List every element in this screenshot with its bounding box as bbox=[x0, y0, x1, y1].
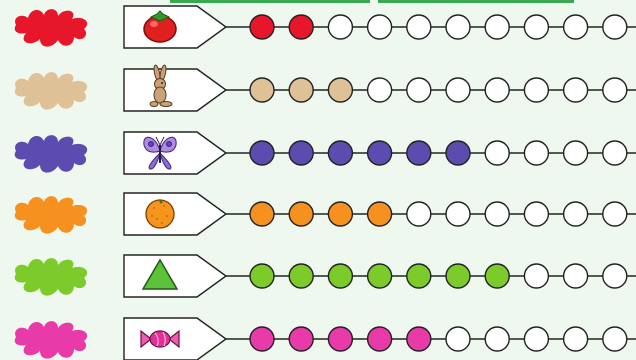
empty-bead bbox=[564, 202, 588, 226]
empty-bead bbox=[524, 202, 548, 226]
picture-tag bbox=[124, 69, 226, 111]
paint-splat-icon bbox=[15, 135, 87, 173]
bead-row bbox=[15, 6, 636, 48]
filled-bead bbox=[368, 141, 392, 165]
empty-bead bbox=[603, 327, 627, 351]
filled-bead bbox=[328, 264, 352, 288]
empty-bead bbox=[564, 264, 588, 288]
bead-row bbox=[15, 318, 636, 360]
empty-bead bbox=[603, 264, 627, 288]
bead-row bbox=[15, 132, 636, 174]
paint-splat-icon bbox=[15, 72, 87, 110]
filled-bead bbox=[407, 327, 431, 351]
filled-bead bbox=[289, 327, 313, 351]
empty-bead bbox=[407, 78, 431, 102]
filled-bead bbox=[250, 327, 274, 351]
filled-bead bbox=[289, 141, 313, 165]
filled-bead bbox=[328, 78, 352, 102]
filled-bead bbox=[407, 264, 431, 288]
empty-bead bbox=[603, 15, 627, 39]
paint-splat-icon bbox=[15, 258, 87, 296]
filled-bead bbox=[446, 264, 470, 288]
filled-bead bbox=[250, 202, 274, 226]
filled-bead bbox=[446, 141, 470, 165]
empty-bead bbox=[564, 15, 588, 39]
filled-bead bbox=[368, 264, 392, 288]
empty-bead bbox=[446, 78, 470, 102]
filled-bead bbox=[328, 141, 352, 165]
empty-bead bbox=[603, 202, 627, 226]
filled-bead bbox=[328, 202, 352, 226]
empty-bead bbox=[485, 202, 509, 226]
empty-bead bbox=[446, 15, 470, 39]
filled-bead bbox=[289, 15, 313, 39]
filled-bead bbox=[289, 202, 313, 226]
filled-bead bbox=[289, 78, 313, 102]
empty-bead bbox=[485, 327, 509, 351]
empty-bead bbox=[524, 78, 548, 102]
paint-splat-icon bbox=[15, 321, 87, 359]
filled-bead bbox=[250, 78, 274, 102]
empty-bead bbox=[446, 202, 470, 226]
empty-bead bbox=[485, 15, 509, 39]
filled-bead bbox=[368, 202, 392, 226]
filled-bead bbox=[368, 327, 392, 351]
paint-splat-icon bbox=[15, 9, 87, 47]
empty-bead bbox=[524, 141, 548, 165]
empty-bead bbox=[485, 141, 509, 165]
filled-bead bbox=[289, 264, 313, 288]
empty-bead bbox=[603, 141, 627, 165]
empty-bead bbox=[368, 78, 392, 102]
empty-bead bbox=[446, 327, 470, 351]
empty-bead bbox=[328, 15, 352, 39]
bead-row bbox=[15, 65, 636, 111]
bead-row bbox=[15, 193, 636, 235]
empty-bead bbox=[407, 15, 431, 39]
paint-splat-icon bbox=[15, 196, 87, 234]
empty-bead bbox=[524, 264, 548, 288]
filled-bead bbox=[407, 141, 431, 165]
bead-row bbox=[15, 255, 636, 297]
filled-bead bbox=[250, 264, 274, 288]
empty-bead bbox=[524, 327, 548, 351]
empty-bead bbox=[603, 78, 627, 102]
picture-tag bbox=[124, 193, 226, 235]
filled-bead bbox=[250, 15, 274, 39]
empty-bead bbox=[524, 15, 548, 39]
empty-bead bbox=[564, 78, 588, 102]
empty-bead bbox=[368, 15, 392, 39]
filled-bead bbox=[250, 141, 274, 165]
empty-bead bbox=[564, 141, 588, 165]
empty-bead bbox=[485, 78, 509, 102]
picture-tag bbox=[124, 255, 226, 297]
empty-bead bbox=[407, 202, 431, 226]
empty-bead bbox=[564, 327, 588, 351]
orange-icon bbox=[146, 200, 174, 228]
filled-bead bbox=[328, 327, 352, 351]
filled-bead bbox=[485, 264, 509, 288]
